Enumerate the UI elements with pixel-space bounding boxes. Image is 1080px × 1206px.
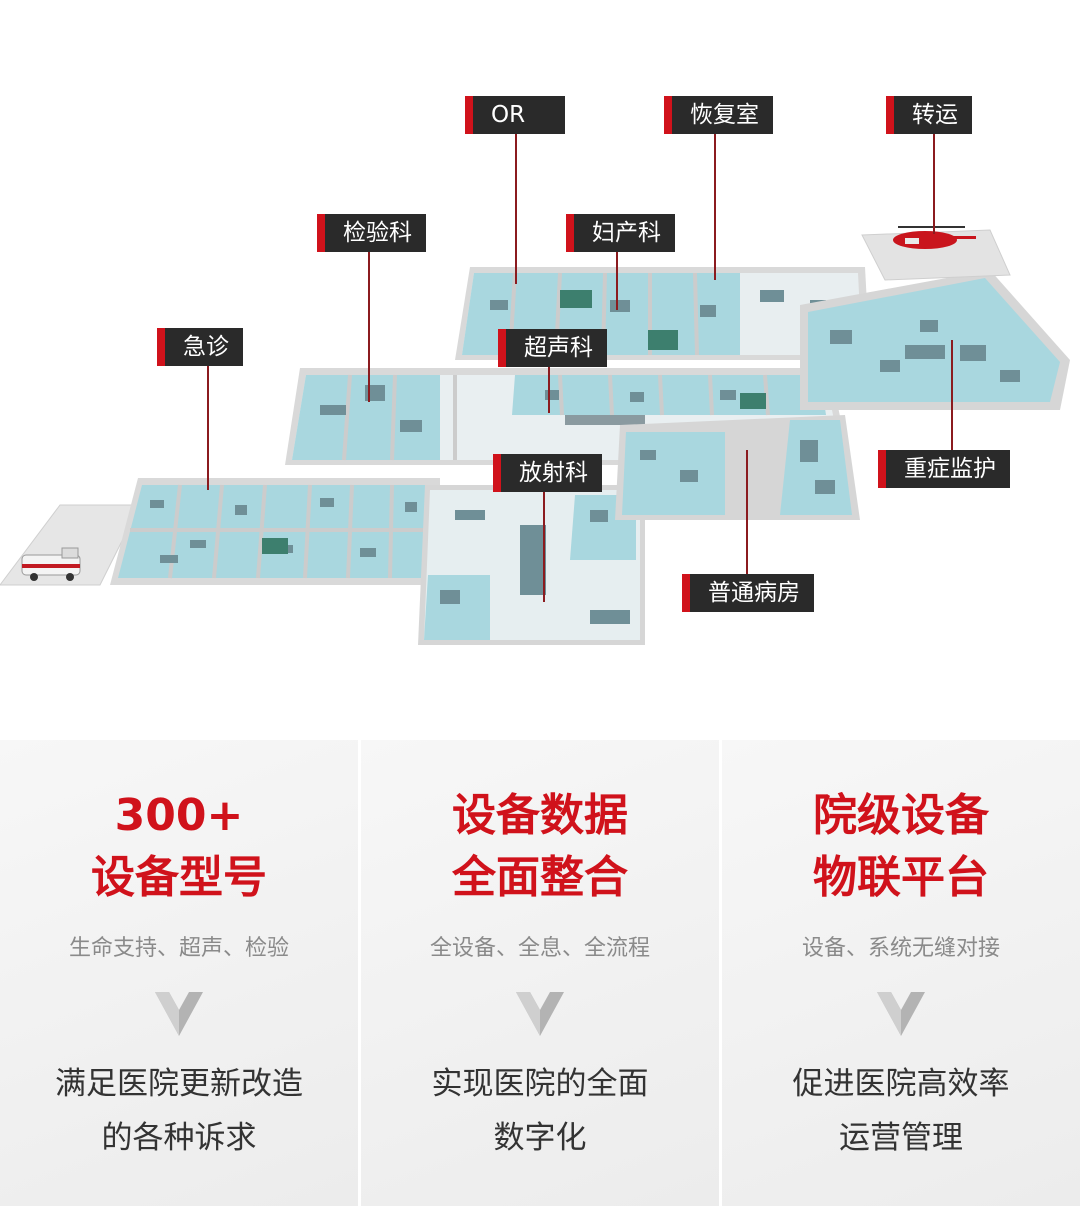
helipad	[861, 226, 1011, 281]
label-or: OR	[465, 96, 565, 134]
panel-subtitle: 设备、系统无缝对接	[801, 936, 1000, 961]
feature-panel-iot: 院级设备 物联平台 设备、系统无缝对接 促进医院高效率 运营管理	[722, 740, 1080, 1206]
pin-transfer	[933, 134, 935, 234]
label-recovery: 恢复室	[664, 96, 773, 134]
hospital-floorplan	[0, 226, 1070, 645]
panel-desc-line2: 的各种诉求	[101, 1120, 257, 1156]
panel-desc-line1: 促进医院高效率	[792, 1066, 1010, 1102]
v-chevron-icon	[155, 992, 203, 1036]
panel-subtitle: 生命支持、超声、检验	[68, 936, 289, 961]
panel-desc-line2: 运营管理	[839, 1120, 963, 1156]
panel-desc-line1: 实现医院的全面	[431, 1066, 649, 1102]
general-ward-wing	[615, 415, 860, 520]
feature-panel-data: 设备数据 全面整合 全设备、全息、全流程 实现医院的全面 数字化	[361, 740, 719, 1206]
panel-desc-line2: 数字化	[493, 1120, 587, 1156]
feature-panel-devices: 300+ 设备型号 生命支持、超声、检验 满足医院更新改造 的各种诉求	[0, 740, 358, 1206]
pin-recovery	[714, 134, 716, 280]
v-chevron-icon	[516, 992, 564, 1036]
panel-title-line1: 设备数据	[452, 790, 628, 841]
label-icu: 重症监护	[878, 450, 1010, 488]
radiology-wing	[418, 485, 645, 645]
panel-title-line2: 物联平台	[813, 852, 989, 903]
label-emergency: 急诊	[157, 328, 243, 366]
v-chevron-icon	[877, 992, 925, 1036]
panel-title-line2: 设备型号	[91, 852, 267, 903]
pin-icu	[951, 340, 953, 452]
pin-lab	[368, 252, 370, 402]
label-lab: 检验科	[317, 214, 426, 252]
ambulance-pad	[0, 504, 141, 586]
panel-title-line1: 300+	[114, 790, 244, 841]
panel-desc-line1: 满足医院更新改造	[55, 1066, 303, 1102]
ambulance-icon	[21, 547, 81, 581]
pin-ultrasound	[548, 367, 550, 413]
pin-radiology	[543, 492, 545, 602]
pin-obstetrics	[616, 252, 618, 310]
pin-emergency	[207, 366, 209, 490]
label-general-ward: 普通病房	[682, 574, 814, 612]
pin-or	[515, 134, 517, 284]
helicopter-icon	[893, 226, 976, 249]
panel-title-line2: 全面整合	[452, 852, 628, 903]
panel-title-line1: 院级设备	[813, 790, 989, 841]
icu-wing	[800, 270, 1070, 410]
label-radiology: 放射科	[493, 454, 602, 492]
label-obstetrics: 妇产科	[566, 214, 675, 252]
label-transfer: 转运	[886, 96, 972, 134]
label-ultrasound: 超声科	[498, 329, 607, 367]
emergency-wing	[110, 478, 440, 585]
pin-general-ward	[746, 450, 748, 576]
panel-subtitle: 全设备、全息、全流程	[429, 936, 650, 961]
